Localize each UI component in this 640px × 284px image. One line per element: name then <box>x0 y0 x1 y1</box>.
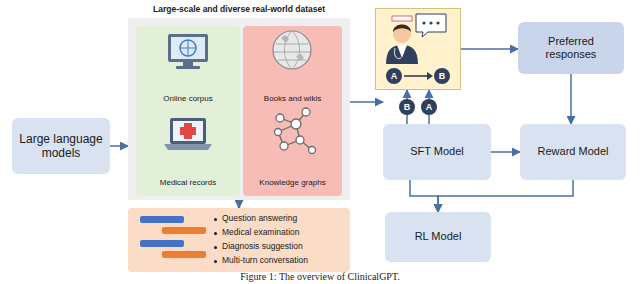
source-label: Medical records <box>160 178 216 187</box>
source-label: Online corpus <box>163 94 212 103</box>
connector-arrow <box>110 145 128 147</box>
box-label: Reward Model <box>538 145 609 158</box>
edge-label-wrap: A <box>421 99 437 115</box>
source-label: Books and wikis <box>264 94 321 103</box>
process-box: RL Model <box>385 212 491 262</box>
source-label: Knowledge graphs <box>259 178 325 187</box>
source-panel: Online corpusMedical records <box>136 26 240 196</box>
box-label: Large language models <box>18 132 104 161</box>
bullet-dot <box>214 232 217 235</box>
preference-arrow <box>404 72 433 80</box>
choice-wrap: B <box>434 68 450 84</box>
doctor-box: AB <box>375 8 461 90</box>
list-wrap: Question answering <box>222 213 297 223</box>
choice-circle: A <box>421 99 437 115</box>
figure-caption: Figure 1: The overview of ClinicalGPT. <box>240 271 400 282</box>
connector-arrow <box>238 200 241 208</box>
task-item: Question answering <box>222 213 297 223</box>
label-wrap: Online corpus <box>138 94 238 103</box>
process-box: Preferred responses <box>518 22 624 74</box>
process-box: SFT Model <box>383 124 491 180</box>
conversation-bars <box>140 216 206 258</box>
choice-circle: B <box>434 68 450 84</box>
medical-record-icon <box>164 118 212 150</box>
process-box: Reward Model <box>520 124 626 180</box>
choice-circle: B <box>399 99 415 115</box>
choice-circle: A <box>386 68 402 84</box>
bullet-dot <box>214 246 217 249</box>
edge-label-wrap: B <box>399 99 415 115</box>
bullet-dot <box>214 218 217 221</box>
box-label: SFT Model <box>410 145 464 158</box>
label-wrap: Books and wikis <box>245 94 340 103</box>
list-wrap: Diagnosis suggestion <box>222 241 303 251</box>
doctor-icon <box>386 14 446 64</box>
label-wrap: Knowledge graphs <box>245 178 340 187</box>
wiki-globe-icon <box>273 31 311 69</box>
task-panel: Question answeringMedical examinationDia… <box>128 208 350 272</box>
computer-icon <box>168 34 208 69</box>
connector-arrow <box>570 74 572 124</box>
connector-arrow <box>438 180 573 212</box>
task-item: Medical examination <box>222 227 299 237</box>
heading-wrap: Large-scale and diverse real-world datas… <box>128 4 350 14</box>
label-wrap: Medical records <box>138 178 238 187</box>
connector-arrow <box>350 101 383 103</box>
list-wrap: Medical examination <box>222 227 299 237</box>
connector-arrow <box>461 48 518 50</box>
caption-wrap: Figure 1: The overview of ClinicalGPT. <box>0 271 640 283</box>
dataset-panel: Large-scale and diverse real-world datas… <box>128 4 350 200</box>
knowledge-graph-icon <box>275 108 316 154</box>
task-item: Multi-turn conversation <box>222 255 308 265</box>
choice-wrap: A <box>386 68 402 84</box>
task-item: Diagnosis suggestion <box>222 241 303 251</box>
source-panel: Books and wikisKnowledge graphs <box>243 26 342 196</box>
model-box: Large language models <box>12 118 110 174</box>
connector-arrow <box>410 180 438 212</box>
panel-heading: Large-scale and diverse real-world datas… <box>153 4 325 14</box>
bullet-dot <box>214 260 217 263</box>
box-label: RL Model <box>415 230 462 243</box>
list-wrap: Multi-turn conversation <box>222 255 308 265</box>
box-label: Preferred responses <box>524 35 618 61</box>
connector-arrow <box>491 151 520 153</box>
